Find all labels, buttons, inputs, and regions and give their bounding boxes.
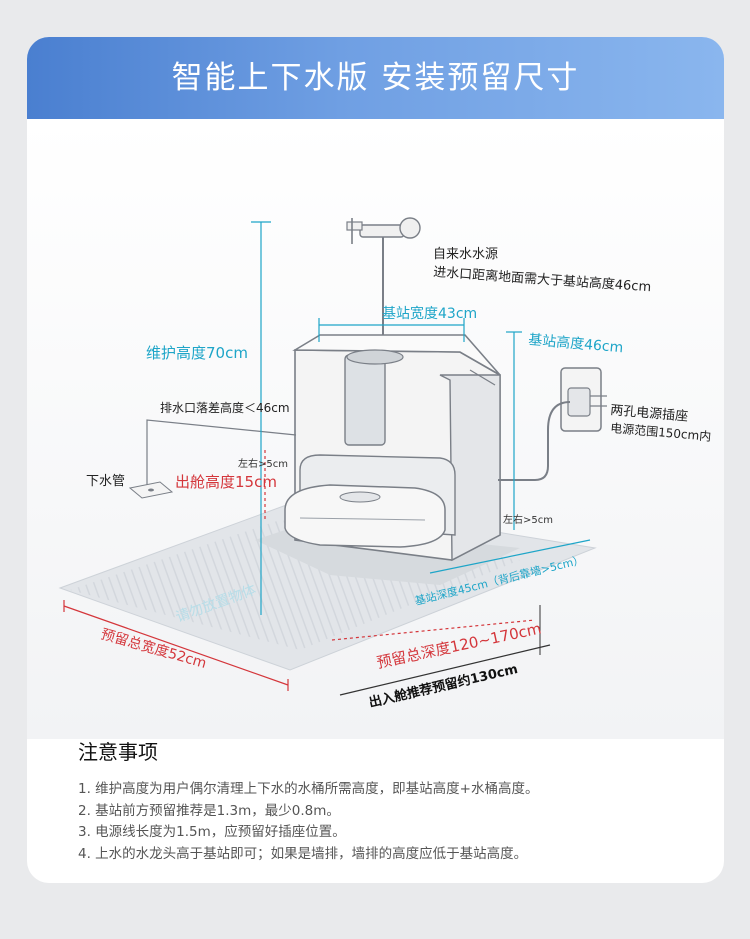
note-item: 1. 维护高度为用户偶尔清理上下水的水桶所需高度，即基站高度+水桶高度。 — [78, 781, 539, 797]
note-item: 4. 上水的水龙头高于基站即可；如果是墙排，墙排的高度应低于基站高度。 — [78, 845, 528, 862]
notes-section: 注意事项 1. 维护高度为用户偶尔清理上下水的水桶所需高度，即基站高度+水桶高度… — [78, 736, 698, 865]
water-source-note: 进水口距离地面需大于基站高度46cm — [433, 264, 652, 295]
drain-hose — [146, 419, 297, 490]
notes-title: 注意事项 — [78, 740, 158, 764]
exit-height-label: 出舱高度15cm — [175, 473, 277, 491]
socket-label: 两孔电源插座 — [610, 403, 689, 425]
drain-pipe-label: 下水管 — [86, 474, 125, 489]
socket-note: 电源范围150cm内 — [610, 421, 712, 444]
power-socket-icon — [560, 367, 607, 432]
maintenance-height-label: 维护高度70cm — [146, 344, 248, 362]
installation-diagram: 请勿放置物体 — [58, 217, 712, 711]
station-width-label: 基站宽度43cm — [382, 305, 477, 322]
red-dimension-lines — [63, 450, 536, 691]
side-gap-left-label: 左右>5cm — [238, 457, 288, 470]
water-source-label: 自来水水源 — [433, 247, 498, 262]
note-item: 2. 基站前方预留推荐是1.3m，最少0.8m。 — [78, 802, 340, 819]
drain-drop-label: 排水口落差高度＜46cm — [160, 400, 290, 415]
card: 智能上下水版 安装预留尺寸 — [27, 37, 724, 883]
side-gap-right-label: 左右>5cm — [503, 513, 553, 526]
water-tap — [346, 217, 421, 335]
note-item: 3. 电源线长度为1.5m，应预留好插座位置。 — [78, 824, 346, 840]
dimension-lines — [251, 221, 591, 615]
title-banner: 智能上下水版 安装预留尺寸 — [27, 37, 724, 119]
power-cable — [498, 401, 571, 481]
station-height-label: 基站高度46cm — [528, 331, 624, 356]
notes-list: 1. 维护高度为用户偶尔清理上下水的水桶所需高度，即基站高度+水桶高度。 2. … — [78, 779, 698, 865]
page-title: 智能上下水版 安装预留尺寸 — [171, 60, 580, 96]
robot-vacuum — [284, 484, 446, 548]
